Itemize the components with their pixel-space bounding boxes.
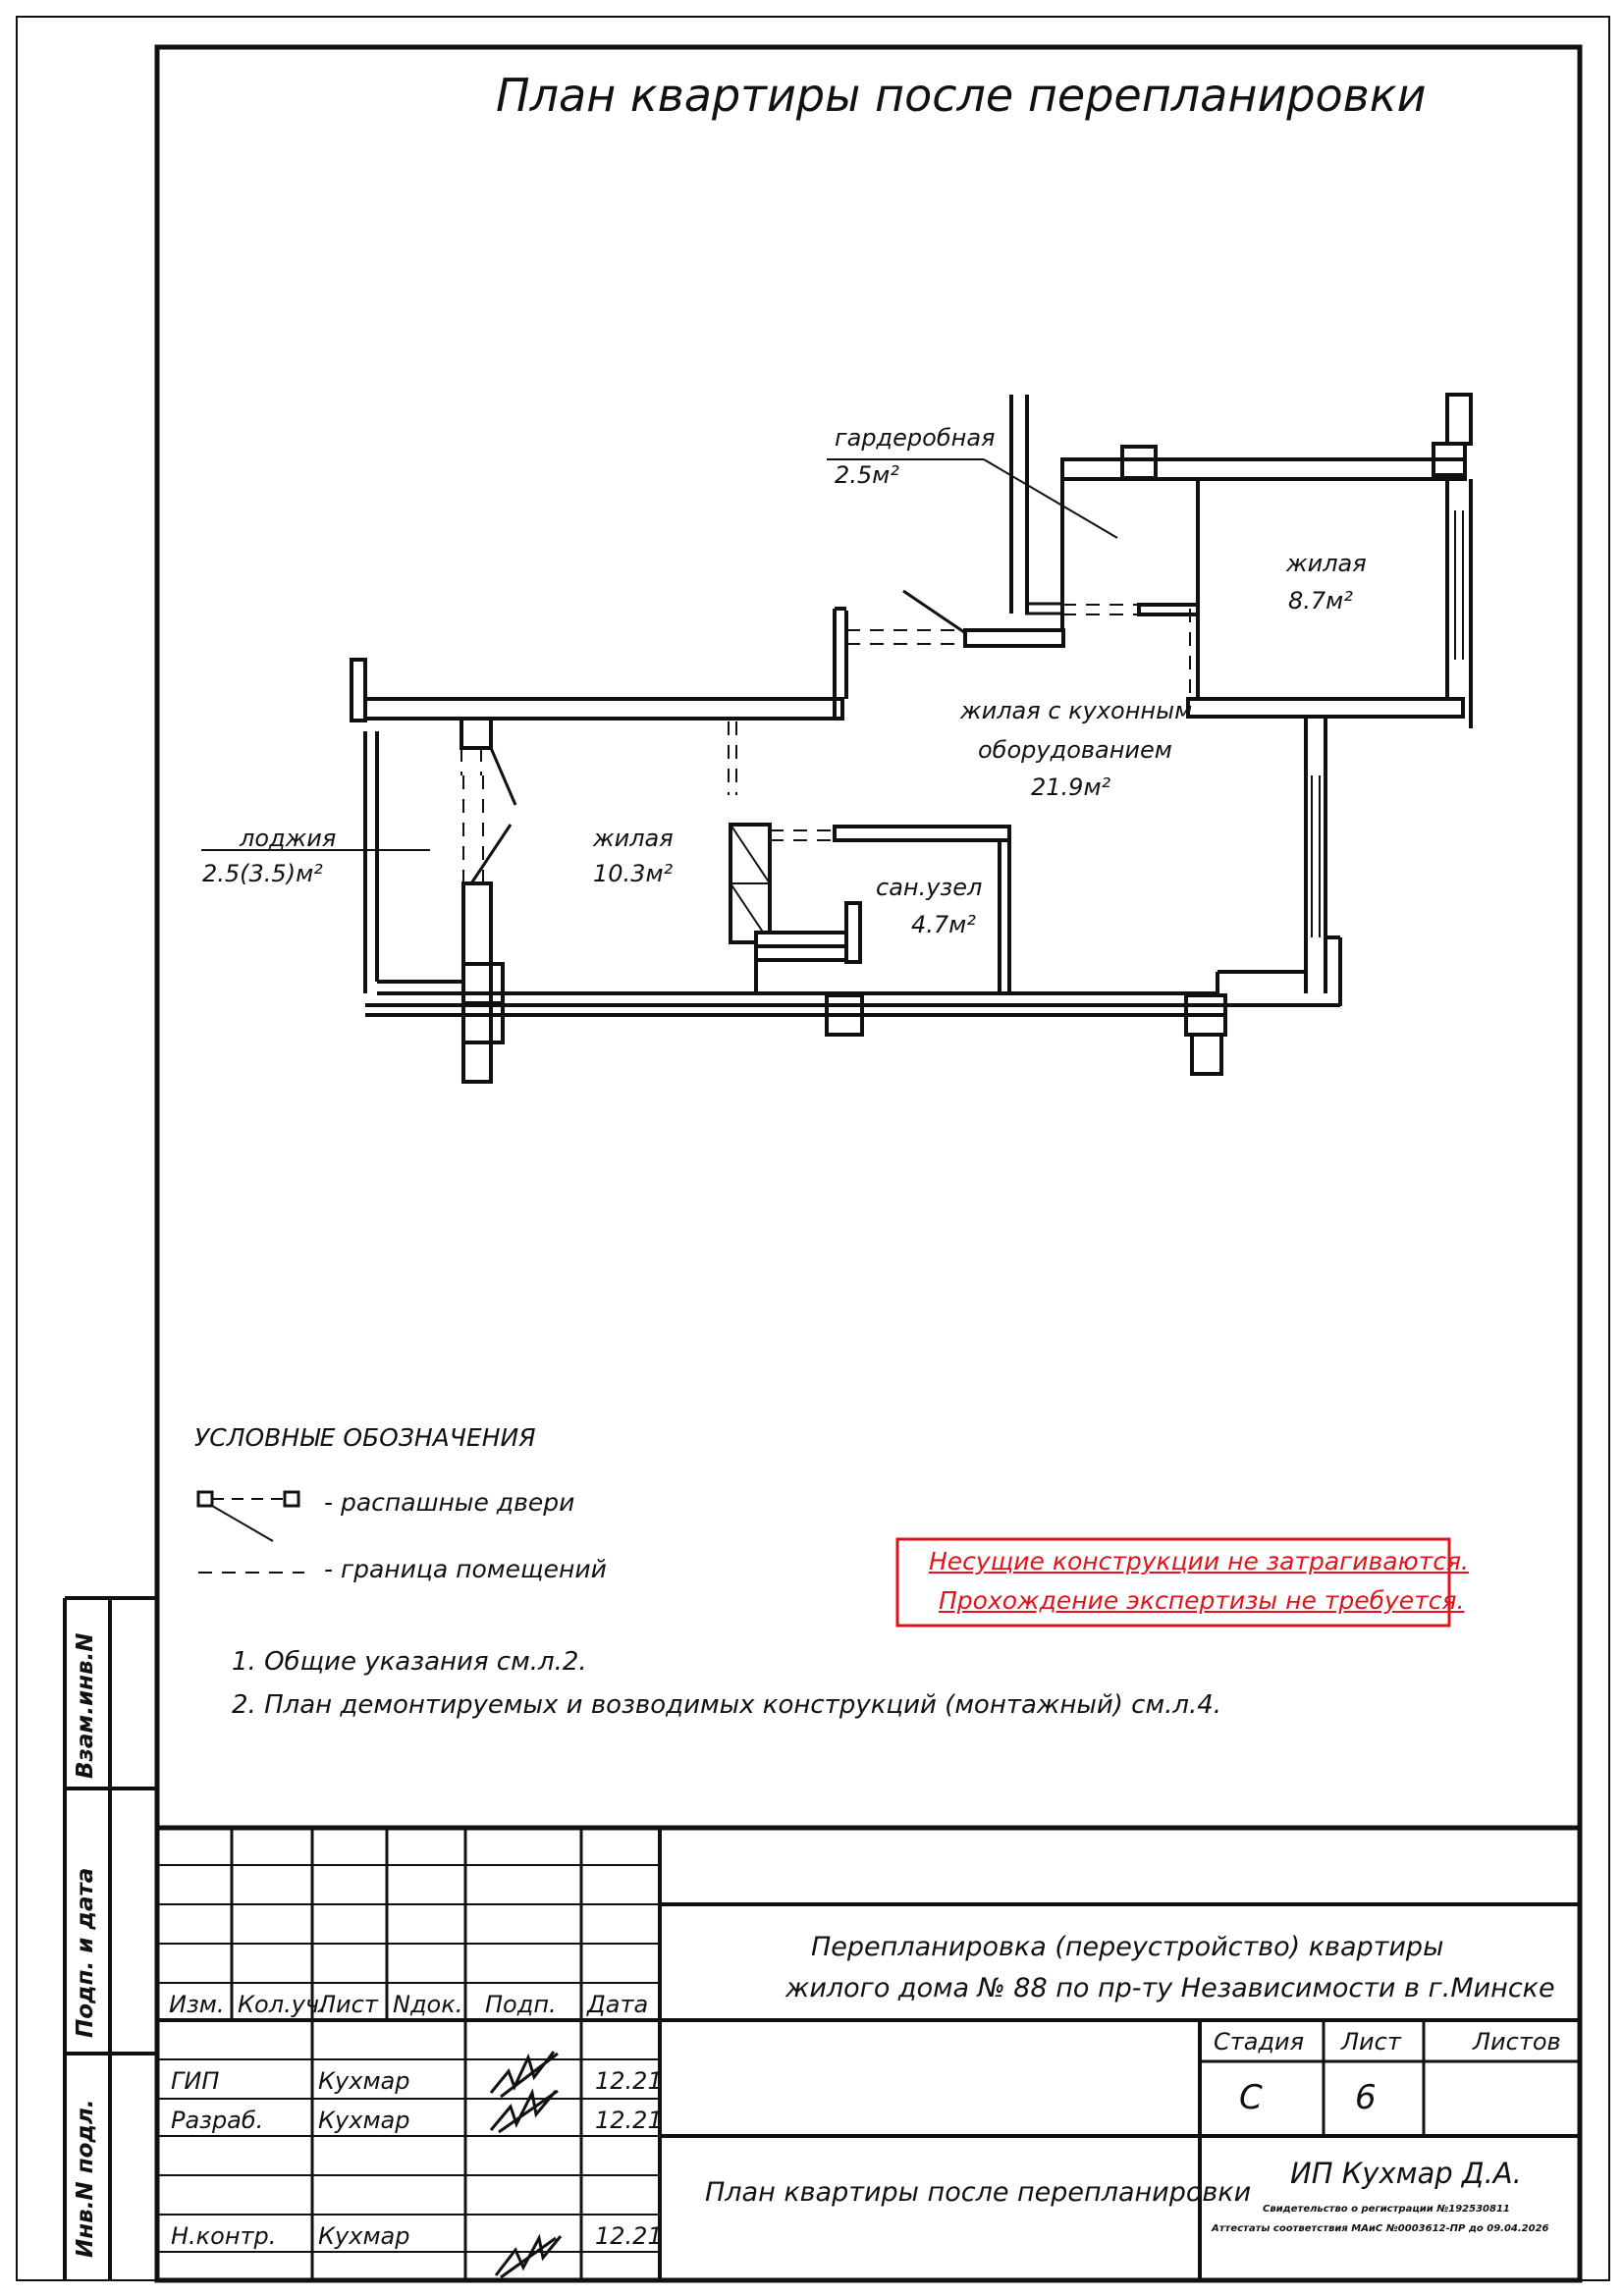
room-area-bedroom-large: 10.3м²	[593, 860, 674, 887]
signature-gip	[489, 2051, 559, 2099]
tb-header-ndok: Nдок.	[393, 1991, 463, 2018]
inner-frame	[154, 44, 1583, 2283]
tb-cert-registration: Свидетельство о регистрации №192530811	[1263, 2204, 1510, 2215]
warning-line-1: Несущие конструкции не затрагиваются.	[929, 1547, 1469, 1575]
bathroom-wall-top	[833, 825, 1011, 842]
wardrobe-wall-bottom	[963, 628, 1065, 648]
side-label-signature-date: Подп. и дата	[73, 1867, 98, 2038]
tb-stage-label: Стадия	[1214, 2028, 1305, 2056]
room-label-loggia: лоджия	[240, 825, 337, 852]
window-pier	[1120, 445, 1158, 480]
room-area-wardrobe: 2.5м²	[835, 461, 899, 489]
legend-text-doors: - распашные двери	[324, 1488, 575, 1517]
tb-role-nkontr: Н.контр.	[171, 2222, 277, 2250]
room-area-bathroom: 4.7м²	[911, 911, 976, 938]
tb-header-list: Лист	[318, 1991, 378, 2018]
room-label-kitchen-2: оборудованием	[978, 736, 1172, 764]
tb-project-line-2: жилого дома № 88 по пр-ту Независимости …	[785, 1973, 1555, 2003]
warning-box	[895, 1537, 1451, 1628]
tb-name-nkontr: Кухмар	[318, 2222, 410, 2250]
side-stamp	[63, 1596, 157, 2280]
tb-role-gip: ГИП	[171, 2067, 220, 2095]
bedroom-wall-bottom	[1186, 697, 1465, 719]
side-label-replacement: Взам.инв.N	[73, 1632, 98, 1779]
note-2: 2. План демонтируемых и возводимых конст…	[232, 1690, 1222, 1720]
tb-role-razrab: Разраб.	[171, 2107, 264, 2134]
legend-symbols	[196, 1490, 304, 1574]
page-title: План квартиры после перепланировки	[496, 69, 1427, 122]
pier-bottom-2	[825, 993, 864, 1037]
tb-sheet-number: 6	[1355, 2078, 1377, 2117]
loggia-door-leaf	[489, 747, 517, 806]
signature-nkontr	[494, 2233, 563, 2279]
tb-sheets-label: Листов	[1473, 2028, 1561, 2056]
tb-date-gip: 12.21	[595, 2067, 663, 2095]
tb-header-kol: Кол.уч.	[238, 1991, 327, 2018]
legend-text-boundary: - граница помещений	[324, 1555, 607, 1583]
tb-sheet-label: Лист	[1341, 2028, 1401, 2056]
tb-company: ИП Кухмар Д.А.	[1290, 2157, 1522, 2190]
room-label-kitchen-1: жилая с кухонным	[960, 697, 1193, 724]
tb-cert-attestation: Аттестаты соответствия МАиС №0003612-ПР …	[1212, 2223, 1549, 2234]
legend-heading: УСЛОВНЫЕ ОБОЗНАЧЕНИЯ	[194, 1423, 536, 1452]
room-area-kitchen: 21.9м²	[1031, 774, 1111, 801]
room-area-bedroom-small: 8.7м²	[1288, 587, 1353, 614]
tb-header-data: Дата	[587, 1991, 649, 2018]
loggia-corner	[350, 658, 367, 722]
title-block-grid	[157, 1825, 1580, 2280]
tb-header-podp: Подп.	[485, 1991, 557, 2018]
floor-plan	[201, 393, 1473, 1084]
wall-top-left	[350, 697, 844, 721]
note-1: 1. Общие указания см.л.2.	[232, 1647, 587, 1677]
tb-sheet-name: План квартиры после перепланировки	[705, 2177, 1252, 2208]
pier-top-left	[460, 717, 493, 750]
wardrobe-door-leaf	[902, 589, 965, 634]
tb-name-gip: Кухмар	[318, 2067, 410, 2095]
room-label-bathroom: сан.узел	[876, 874, 983, 901]
tb-stage-value: С	[1239, 2078, 1263, 2117]
tb-date-nkontr: 12.21	[595, 2222, 663, 2250]
signature-marks	[489, 2051, 563, 2279]
warning-line-2: Прохождение экспертизы не требуется.	[939, 1586, 1465, 1615]
tb-name-razrab: Кухмар	[318, 2107, 410, 2134]
room-label-bedroom-large: жилая	[593, 825, 674, 852]
wall-stub	[1445, 393, 1473, 446]
room-area-loggia: 2.5(3.5)м²	[202, 860, 323, 887]
legend-door-icon	[196, 1490, 214, 1508]
tb-project-line-1: Перепланировка (переустройство) квартиры	[811, 1932, 1444, 1962]
tb-header-izm: Изм.	[169, 1991, 225, 2018]
tb-date-razrab: 12.21	[595, 2107, 663, 2134]
room-label-bedroom-small: жилая	[1286, 550, 1367, 577]
room-label-wardrobe: гардеробная	[835, 424, 996, 452]
side-label-inventory: Инв.N подл.	[73, 2099, 98, 2258]
signature-razrab	[489, 2088, 559, 2134]
